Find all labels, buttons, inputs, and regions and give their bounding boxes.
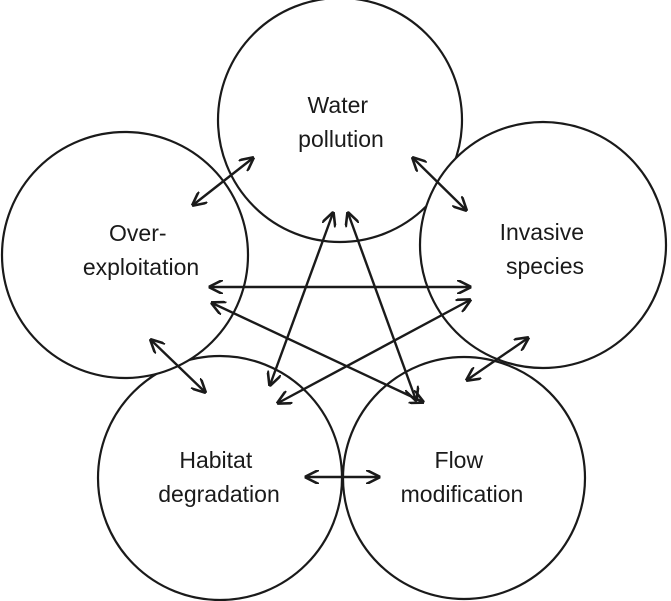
label-line: degradation [158,481,280,507]
label-line: Water [308,92,369,118]
label-line: pollution [298,126,384,152]
node-circle-habitat-degradation [96,354,344,601]
arrow-water-invasive [413,158,466,210]
label-line: Invasive [500,219,584,245]
node-circle-water-pollution [216,0,464,244]
label-line: Habitat [179,447,252,473]
label-line: species [506,253,584,279]
node-labels: Water pollution Invasive species Flow mo… [83,92,591,507]
label-flow-modification: Flow modification [401,447,524,507]
label-invasive-species: Invasive species [500,219,591,279]
node-circle-invasive-species [418,120,668,370]
node-circle-flow-modification [341,355,587,601]
label-line: exploitation [83,254,199,280]
label-water-pollution: Water pollution [298,92,384,152]
label-over-exploitation: Over- exploitation [83,220,199,280]
arrow-invasive-habitat [278,300,470,403]
arrow-invasive-flow [467,338,528,380]
label-line: modification [401,481,524,507]
label-line: Flow [435,447,484,473]
label-line: Over- [109,220,167,246]
label-habitat-degradation: Habitat degradation [158,447,280,507]
arrow-over-habitat [151,340,205,392]
connection-arrows [151,158,528,477]
arrow-water-over [193,158,253,205]
node-circle-over-exploitation [0,130,250,380]
arrow-water-habitat [270,213,333,385]
